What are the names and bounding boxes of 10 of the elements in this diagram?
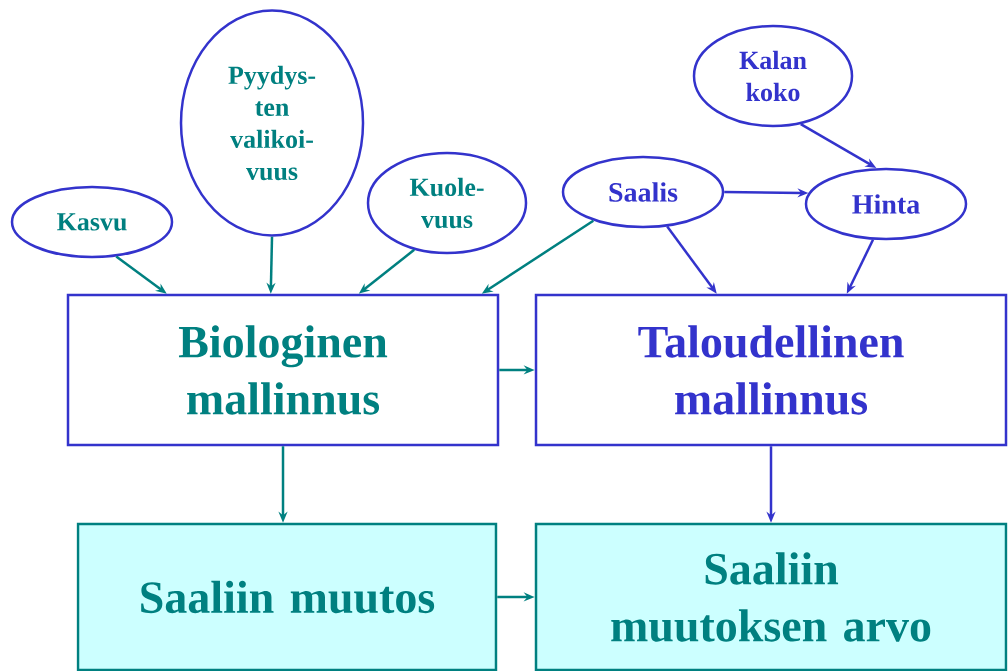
ellipse-node: Pyydys- ten valikoi- vuus bbox=[179, 9, 365, 237]
process-box: Biologinen mallinnus bbox=[66, 293, 500, 447]
process-box: Taloudellinen mallinnus bbox=[534, 293, 1008, 447]
ellipse-node: Kuole- vuus bbox=[366, 151, 528, 255]
process-box: Saaliin muutos bbox=[76, 522, 498, 671]
ellipse-node: Hinta bbox=[804, 167, 968, 241]
ellipse-node: Kasvu bbox=[10, 185, 174, 259]
ellipse-node: Saalis bbox=[561, 155, 725, 229]
process-box: Saaliin muutoksen arvo bbox=[534, 522, 1008, 671]
ellipse-node: Kalan koko bbox=[692, 24, 854, 128]
